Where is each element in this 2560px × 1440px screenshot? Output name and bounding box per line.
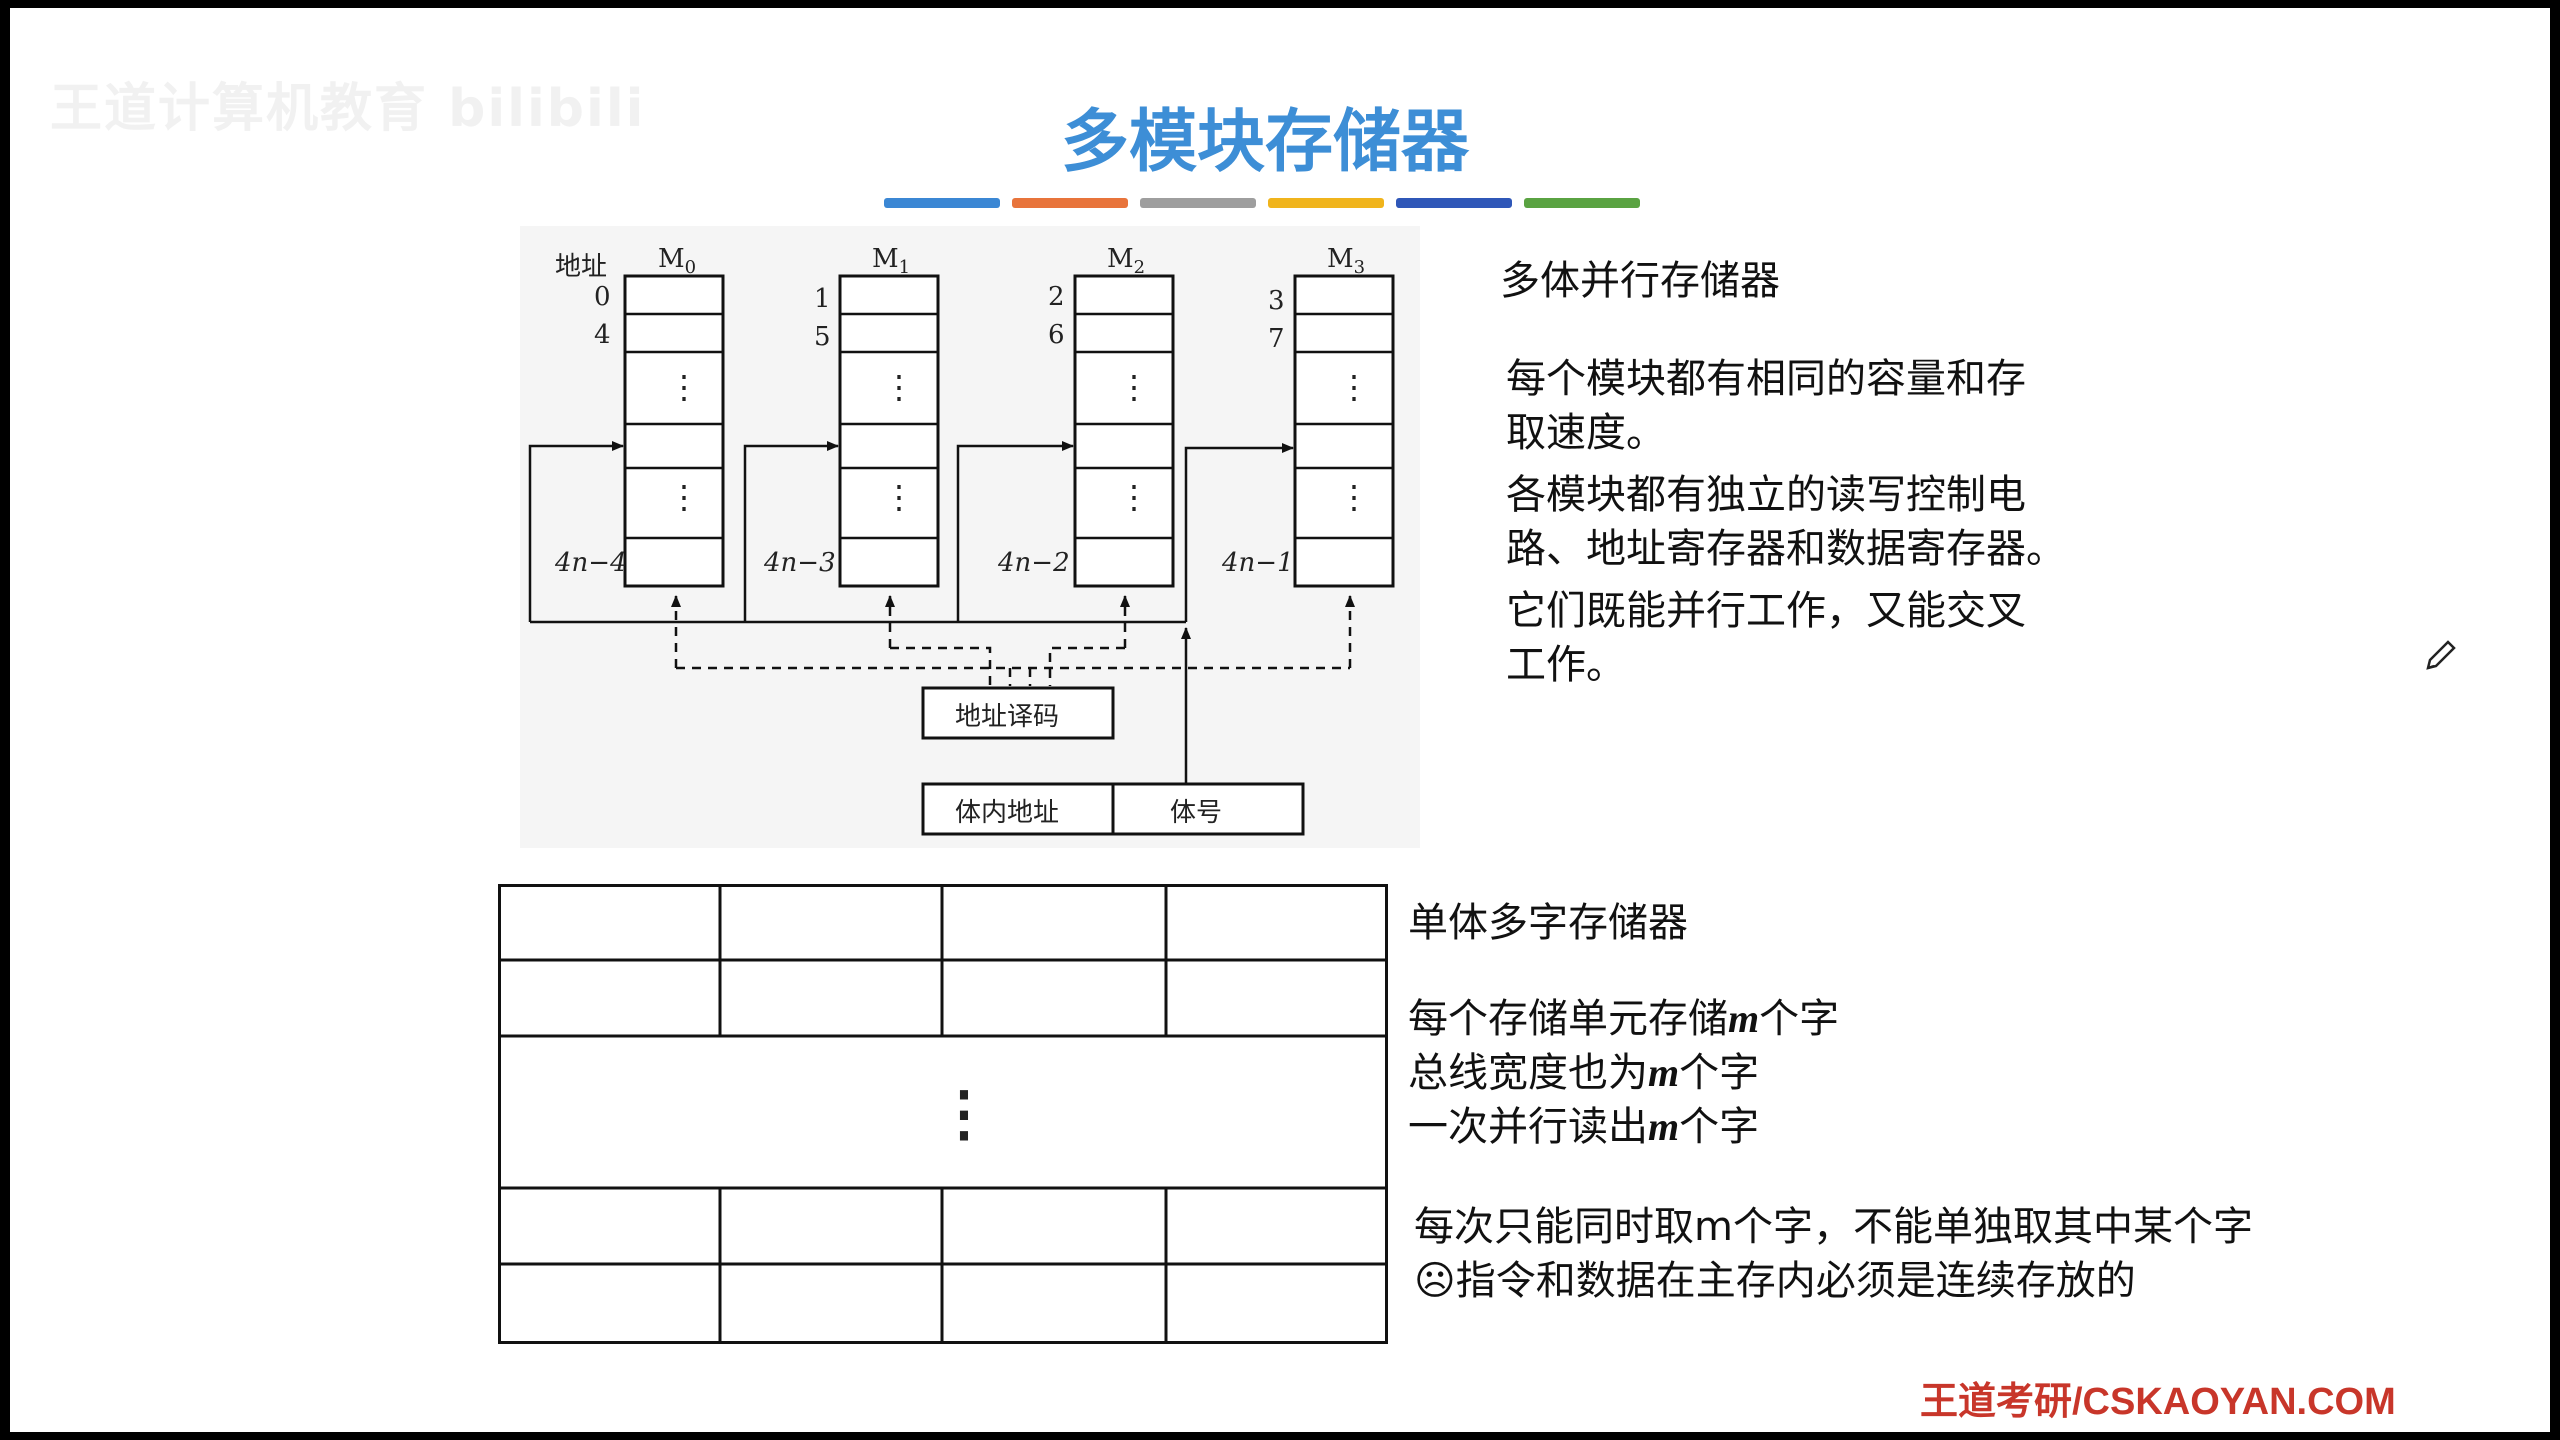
color-bar	[1396, 198, 1512, 208]
table-ellipsis: ⋮	[934, 1079, 994, 1149]
module-label: M2	[1107, 244, 1146, 279]
color-bar	[1268, 198, 1384, 208]
multi-bank-heading: 多体并行存储器	[1500, 258, 1780, 304]
address-label: 6	[1048, 320, 1065, 350]
address-label: 5	[814, 322, 831, 352]
module-label: M1	[872, 244, 911, 279]
module-label: M3	[1327, 244, 1366, 279]
address-register	[921, 782, 1305, 836]
bank-select-lines	[528, 441, 1294, 790]
address-label-last: 4n−2	[998, 548, 1070, 578]
address-label: 0	[594, 282, 611, 312]
module-dots: ⋮	[883, 368, 915, 406]
address-label-last: 4n−4	[555, 548, 627, 578]
module-dots: ⋮	[668, 368, 700, 406]
multi-bank-para1: 每个模块都有相同的容量和存	[1506, 356, 2026, 402]
interleaved-diagram-lines	[528, 274, 1395, 836]
multi-bank-para3: 工作。	[1506, 642, 1626, 688]
slide: 王道计算机教育 bilibili 多模块存储器	[10, 8, 2550, 1432]
bank-number-label: 体号	[1170, 798, 1223, 828]
decoder-label: 地址译码	[955, 702, 1060, 732]
module-dots: ⋮	[883, 478, 915, 516]
address-label-last: 4n−3	[764, 548, 836, 578]
multi-bank-para1: 取速度。	[1506, 410, 1666, 456]
module-dots: ⋮	[668, 478, 700, 516]
color-bar	[884, 198, 1000, 208]
color-bar	[1140, 198, 1256, 208]
module-blocks	[623, 274, 1395, 588]
address-header: 地址	[555, 252, 608, 282]
module-dots: ⋮	[1118, 478, 1150, 516]
module-dots: ⋮	[1118, 368, 1150, 406]
module-dots: ⋮	[1338, 478, 1370, 516]
multi-bank-para3: 它们既能并行工作，又能交叉	[1506, 588, 2026, 634]
address-label: 1	[814, 284, 831, 314]
watermark: 王道计算机教育 bilibili	[50, 79, 646, 139]
single-bank-line3: 一次并行读出m个字	[1408, 1104, 1760, 1150]
module-dividers	[625, 312, 1393, 540]
address-label: 7	[1268, 324, 1285, 354]
module-label: M0	[658, 244, 697, 279]
single-bank-line2: 总线宽度也为m个字	[1408, 1050, 1760, 1096]
single-bank-heading: 单体多字存储器	[1408, 900, 1688, 946]
module-dots: ⋮	[1338, 368, 1370, 406]
address-label-last: 4n−1	[1222, 548, 1294, 578]
single-bank-line1: 每个存储单元存储m个字	[1408, 996, 1840, 1042]
address-decode-lines	[671, 595, 1355, 686]
color-bar	[1012, 198, 1128, 208]
single-bank-table-grid	[498, 884, 1388, 1344]
brand-footer: 王道考研/CSKAOYAN.COM	[1920, 1381, 2396, 1423]
address-label: 3	[1268, 286, 1285, 316]
address-label: 2	[1048, 282, 1065, 312]
multi-bank-para2: 各模块都有独立的读写控制电	[1506, 472, 2026, 518]
multi-bank-para2: 路、地址寄存器和数据寄存器。	[1506, 526, 2066, 572]
color-bar	[1524, 198, 1640, 208]
single-bank-note: ☹指令和数据在主存内必须是连续存放的	[1414, 1258, 2136, 1304]
inner-address-label: 体内地址	[955, 798, 1060, 828]
pencil-icon[interactable]	[2420, 636, 2460, 676]
decoder-box	[921, 686, 1115, 740]
slide-title: 多模块存储器	[1060, 103, 1469, 182]
single-bank-note: 每次只能同时取m个字，不能单独取其中某个字	[1414, 1204, 2253, 1250]
address-label: 4	[594, 320, 611, 350]
